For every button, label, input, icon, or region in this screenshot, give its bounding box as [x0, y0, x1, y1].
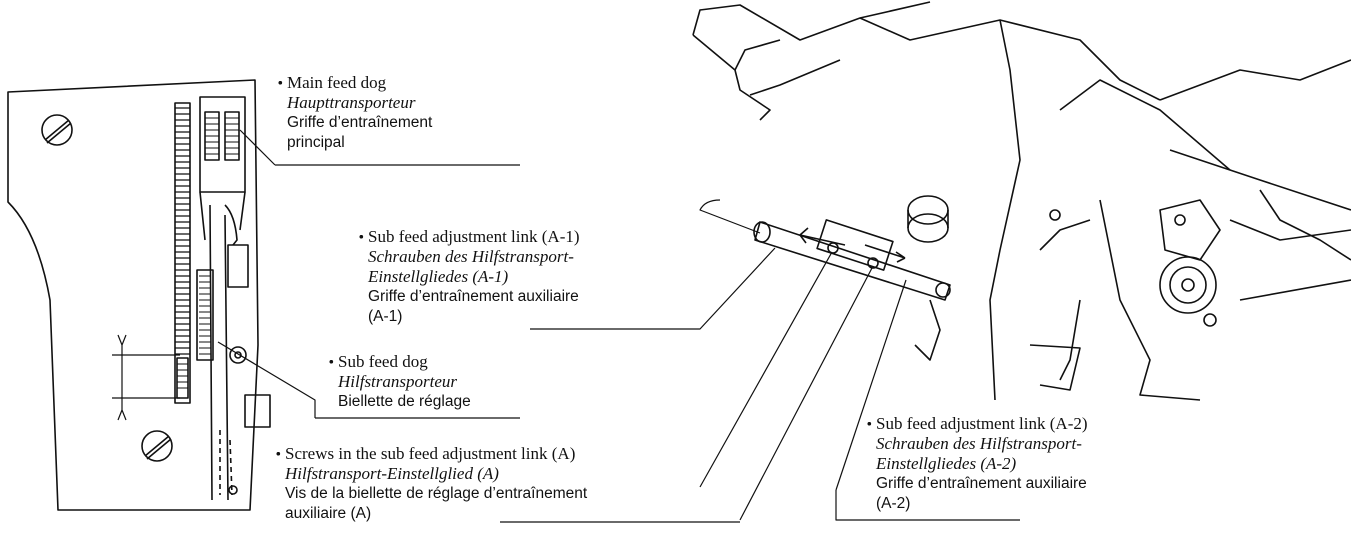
- label-sub-feed-dog: •Sub feed dog •Hilfstransporteur •Bielle…: [329, 352, 471, 410]
- screws-link-a-de: Hilfstransport-Einstellglied (A): [285, 464, 499, 483]
- screws-link-a-en: Screws in the sub feed adjustment link (…: [285, 444, 576, 463]
- sub-link-a2-de-1: Schrauben des Hilfstransport-: [876, 434, 1082, 453]
- main-feed-dog-de: Haupttransporteur: [287, 93, 416, 112]
- sub-link-a2-en: Sub feed adjustment link (A-2): [876, 414, 1088, 433]
- sub-link-a2-de-2: Einstellgliedes (A-2): [876, 454, 1017, 473]
- sub-feed-dog-en: Sub feed dog: [338, 352, 428, 371]
- sub-feed-dog-fr: Biellette de réglage: [338, 393, 471, 410]
- main-feed-dog-fr-2: principal: [287, 134, 345, 151]
- sub-link-a1-en: Sub feed adjustment link (A-1): [368, 227, 580, 246]
- leader-lines: [217, 129, 1020, 523]
- sub-link-a1-de-2: Einstellgliedes (A-1): [368, 267, 509, 286]
- screws-link-a-fr-1: Vis de la biellette de réglage d’entraîn…: [285, 485, 588, 502]
- screws-link-a-fr-2: auxiliaire (A): [285, 505, 372, 522]
- sub-link-a2-fr-2: (A-2): [876, 495, 911, 512]
- sub-link-a1-fr-1: Griffe d’entraînement auxiliaire: [368, 288, 579, 305]
- mechanism-figure: [692, 1, 1351, 401]
- main-feed-dog-fr-1: Griffe d’entraînement: [287, 114, 433, 131]
- label-main-feed-dog: •Main feed dog •Haupttransporteur •Griff…: [278, 73, 433, 151]
- sub-link-a1-fr-2: (A-1): [368, 308, 403, 325]
- label-sub-link-a1: •Sub feed adjustment link (A-1) •Schraub…: [359, 227, 580, 325]
- sub-feed-dog-de: Hilfstransporteur: [338, 372, 458, 391]
- sub-link-a1-de-1: Schrauben des Hilfstransport-: [368, 247, 574, 266]
- main-feed-dog-en: Main feed dog: [287, 73, 387, 92]
- plate-screw-bottom: [141, 430, 173, 462]
- sub-link-a2-fr-1: Griffe d’entraînement auxiliaire: [876, 475, 1087, 492]
- label-sub-link-a2: •Sub feed adjustment link (A-2) •Schraub…: [867, 414, 1088, 512]
- plate-screw-top: [41, 114, 73, 146]
- needle-plate-figure: [7, 79, 271, 511]
- label-screws-link-a: •Screws in the sub feed adjustment link …: [276, 444, 588, 522]
